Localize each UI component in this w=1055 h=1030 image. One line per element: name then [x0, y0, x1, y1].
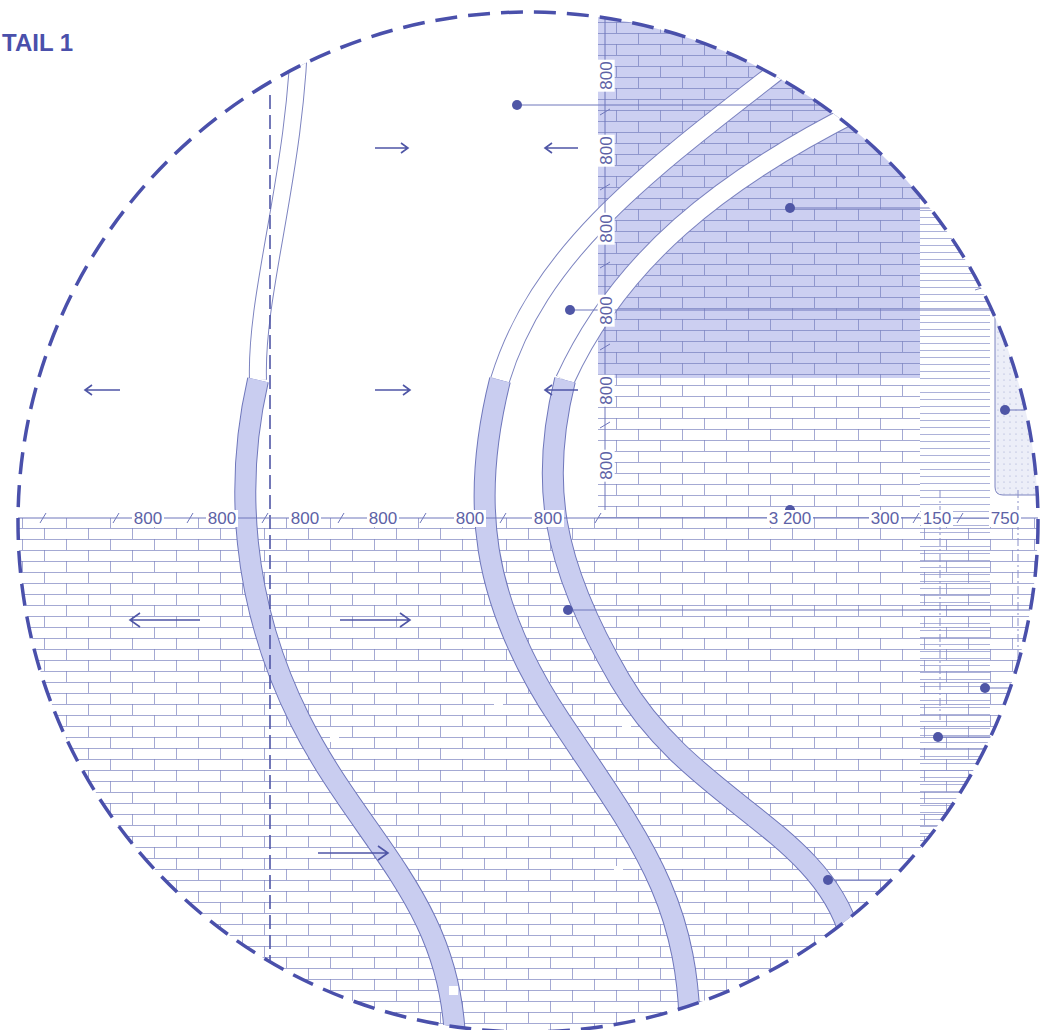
- band-outline: [245, 380, 455, 1030]
- dimension-label: 800: [598, 212, 615, 244]
- dimension-label: 150: [921, 510, 953, 527]
- dimension-label: 800: [289, 510, 321, 527]
- detail-circle: [18, 12, 1038, 1030]
- blue-band: [553, 380, 850, 935]
- paving-hatch: [0, 518, 1055, 1030]
- band-outline: [484, 380, 690, 1030]
- stone-element: [995, 305, 1055, 495]
- edge-strip: [920, 210, 990, 1030]
- band: [565, 110, 860, 380]
- band: [500, 65, 785, 380]
- band-outline: [565, 110, 860, 380]
- dimension-label: 800: [132, 510, 164, 527]
- dimension-label: 800: [206, 510, 238, 527]
- dimension-label: 800: [598, 374, 615, 406]
- light-markers: [330, 702, 631, 995]
- outline: [975, 288, 995, 295]
- dimension-label: 800: [598, 294, 615, 326]
- leader-lines: [517, 105, 1055, 880]
- dimension-label: 300: [869, 510, 901, 527]
- stone-texture: [995, 305, 1055, 495]
- dimension-label: 800: [367, 510, 399, 527]
- band-outline: [553, 380, 850, 935]
- blue-band: [484, 380, 690, 1030]
- dimension-label: 750: [989, 510, 1021, 527]
- dimension-label: 800: [598, 449, 615, 481]
- dimension-label: 3 200: [767, 510, 814, 527]
- axis-line: [269, 95, 271, 1030]
- dimension-label: 800: [532, 510, 564, 527]
- dimension-label: 800: [598, 59, 615, 91]
- detail-title: TAIL 1: [2, 30, 73, 56]
- flow-arrows: [85, 143, 578, 860]
- dimension-label: 800: [598, 134, 615, 166]
- band-outline: [500, 65, 785, 380]
- dimension-label: 800: [454, 510, 486, 527]
- blue-band: [245, 380, 455, 1030]
